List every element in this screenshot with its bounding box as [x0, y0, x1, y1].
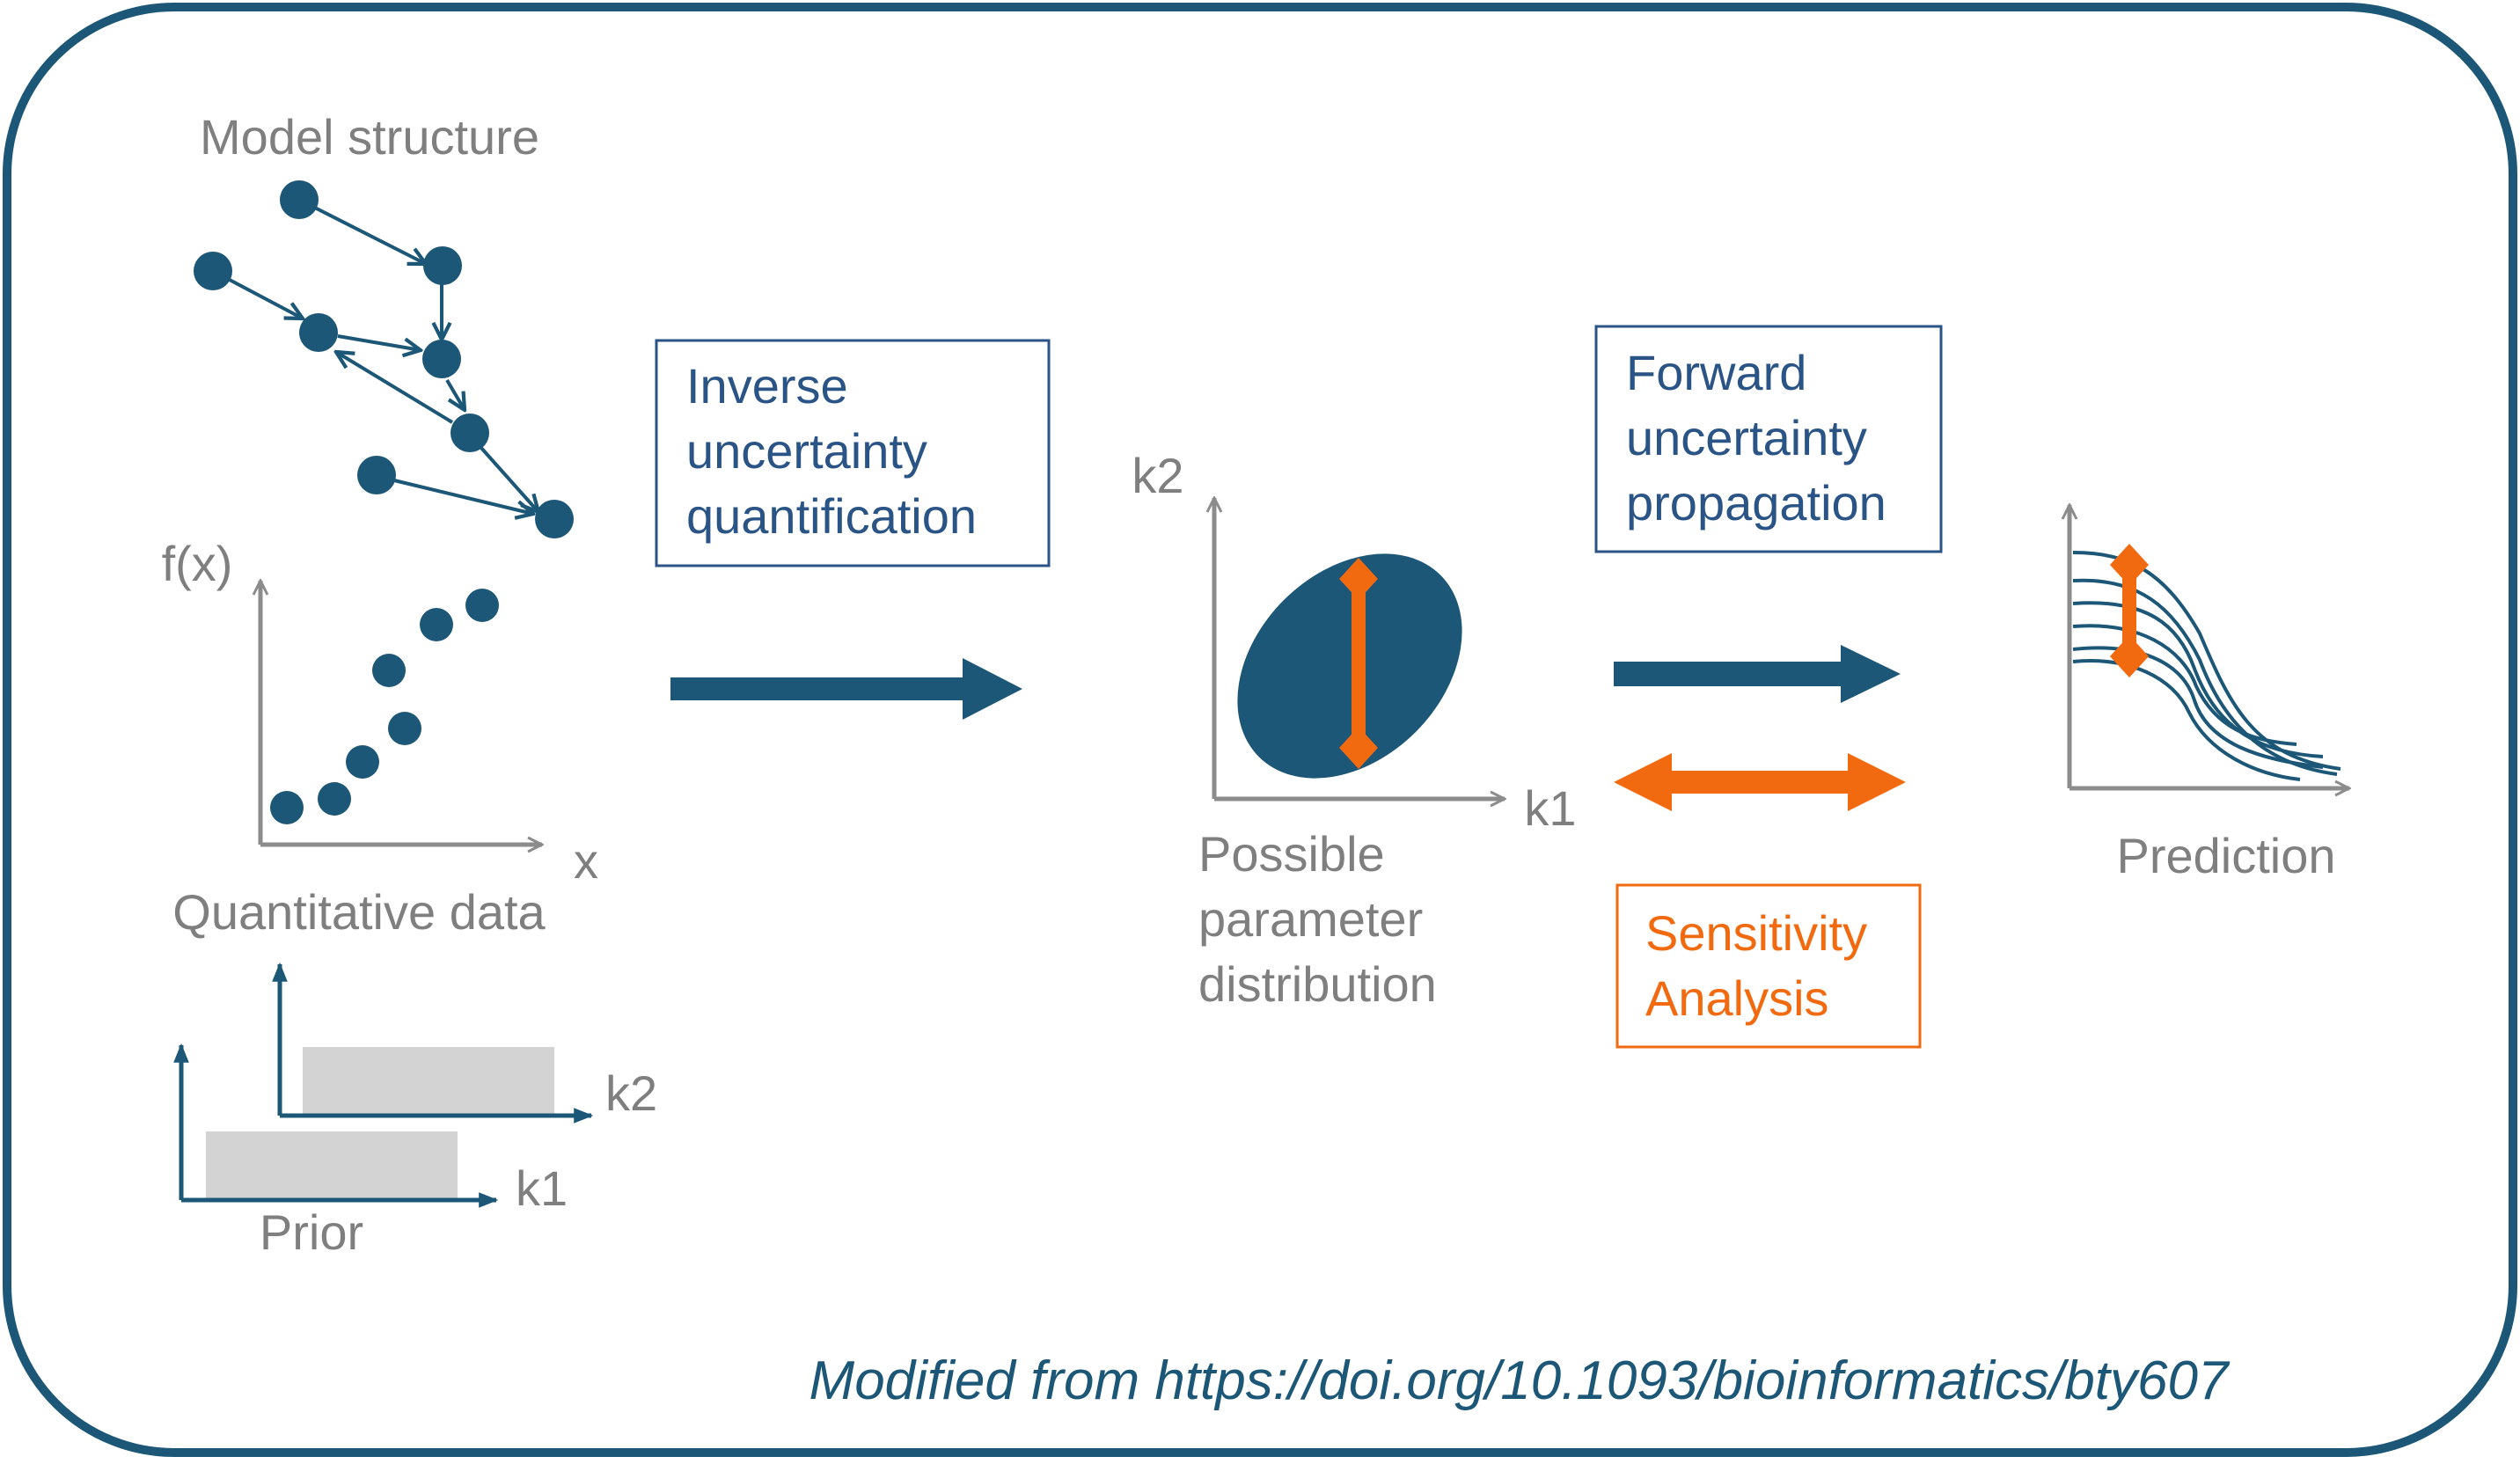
- forward-arrow: [1614, 645, 1901, 703]
- network-edge: [445, 378, 465, 410]
- network-edge: [300, 199, 426, 264]
- possible-distribution-label: Possible parameter distribution: [1198, 826, 1437, 1012]
- prediction-orange-diamond-bottom: [2110, 635, 2149, 677]
- network-edge: [337, 334, 421, 350]
- sensitivity-box: [1615, 883, 1922, 1049]
- param-orange-diamond-top: [1339, 558, 1378, 600]
- param-k2-label: k2: [1132, 448, 1183, 503]
- prior-k1-range: [206, 1131, 458, 1202]
- quantitative-data-label: Quantitative data: [172, 884, 546, 940]
- forward-uq-line-1: Forward: [1626, 345, 1806, 400]
- sensitivity-line-2: Analysis: [1645, 970, 1829, 1026]
- data-point: [318, 782, 351, 816]
- prediction-axes: [2069, 505, 2349, 788]
- data-point: [420, 608, 453, 641]
- data-point: [372, 654, 406, 687]
- model-structure-label: Model structure: [200, 109, 539, 165]
- param-sensitivity-bar: [1339, 558, 1378, 769]
- forward-uq-box: [1594, 325, 1943, 553]
- network-node: [535, 500, 574, 538]
- prior-label: Prior: [260, 1204, 363, 1260]
- possible-distribution-line-2: parameter: [1198, 891, 1423, 947]
- inverse-uq-box: [655, 339, 1051, 567]
- sensitivity-double-arrow: [1614, 753, 1906, 811]
- network-node: [451, 414, 489, 452]
- prior-panel: k2 k1 Prior: [173, 962, 657, 1260]
- data-point: [346, 745, 379, 779]
- param-k1-label: k1: [1524, 780, 1576, 836]
- network-node: [194, 252, 232, 290]
- forward-uq-line-3: propagation: [1626, 475, 1886, 531]
- fx-axis-label: f(x): [162, 536, 233, 591]
- sensitivity-label: Sensitivity Analysis: [1645, 905, 1881, 1026]
- prior-k2-label: k2: [605, 1065, 657, 1121]
- possible-distribution-line-3: distribution: [1198, 956, 1437, 1012]
- network-node: [299, 313, 338, 352]
- inverse-uq-line-3: quantification: [686, 488, 977, 544]
- param-orange-diamond-bottom: [1339, 727, 1378, 769]
- prior-k1-label: k1: [516, 1160, 568, 1216]
- citation-text: Modified from https://doi.org/10.1093/bi…: [809, 1351, 2231, 1411]
- parameter-distribution-ellipse: [1237, 553, 1462, 779]
- inverse-uq-line-1: Inverse: [686, 358, 848, 414]
- inverse-uq-line-2: uncertainty: [686, 423, 927, 479]
- possible-distribution-line-1: Possible: [1198, 826, 1385, 882]
- model-structure-nodes: [194, 180, 574, 538]
- sensitivity-line-1: Sensitivity: [1645, 905, 1867, 961]
- prior-k2-range: [303, 1047, 554, 1117]
- forward-uq-label: Forward uncertainty propagation: [1626, 345, 1886, 531]
- quantitative-data-axes: [260, 581, 542, 845]
- network-node: [423, 246, 462, 285]
- prediction-label: Prediction: [2116, 828, 2335, 883]
- network-edge: [393, 479, 533, 514]
- network-edge: [336, 352, 454, 424]
- data-point: [270, 791, 304, 824]
- forward-uq-line-2: uncertainty: [1626, 410, 1867, 465]
- data-point: [388, 712, 421, 745]
- network-node: [422, 340, 461, 378]
- prediction-orange-diamond-top: [2110, 544, 2149, 586]
- quantitative-data-points: [270, 589, 499, 824]
- network-node: [357, 456, 396, 494]
- inverse-arrow: [670, 658, 1022, 720]
- inverse-uq-label: Inverse uncertainty quantification: [686, 358, 977, 544]
- prediction-sensitivity-bar: [2110, 544, 2149, 677]
- data-point: [465, 589, 499, 622]
- param-axes: [1214, 498, 1505, 799]
- network-node: [280, 180, 319, 219]
- x-axis-label: x: [574, 833, 598, 889]
